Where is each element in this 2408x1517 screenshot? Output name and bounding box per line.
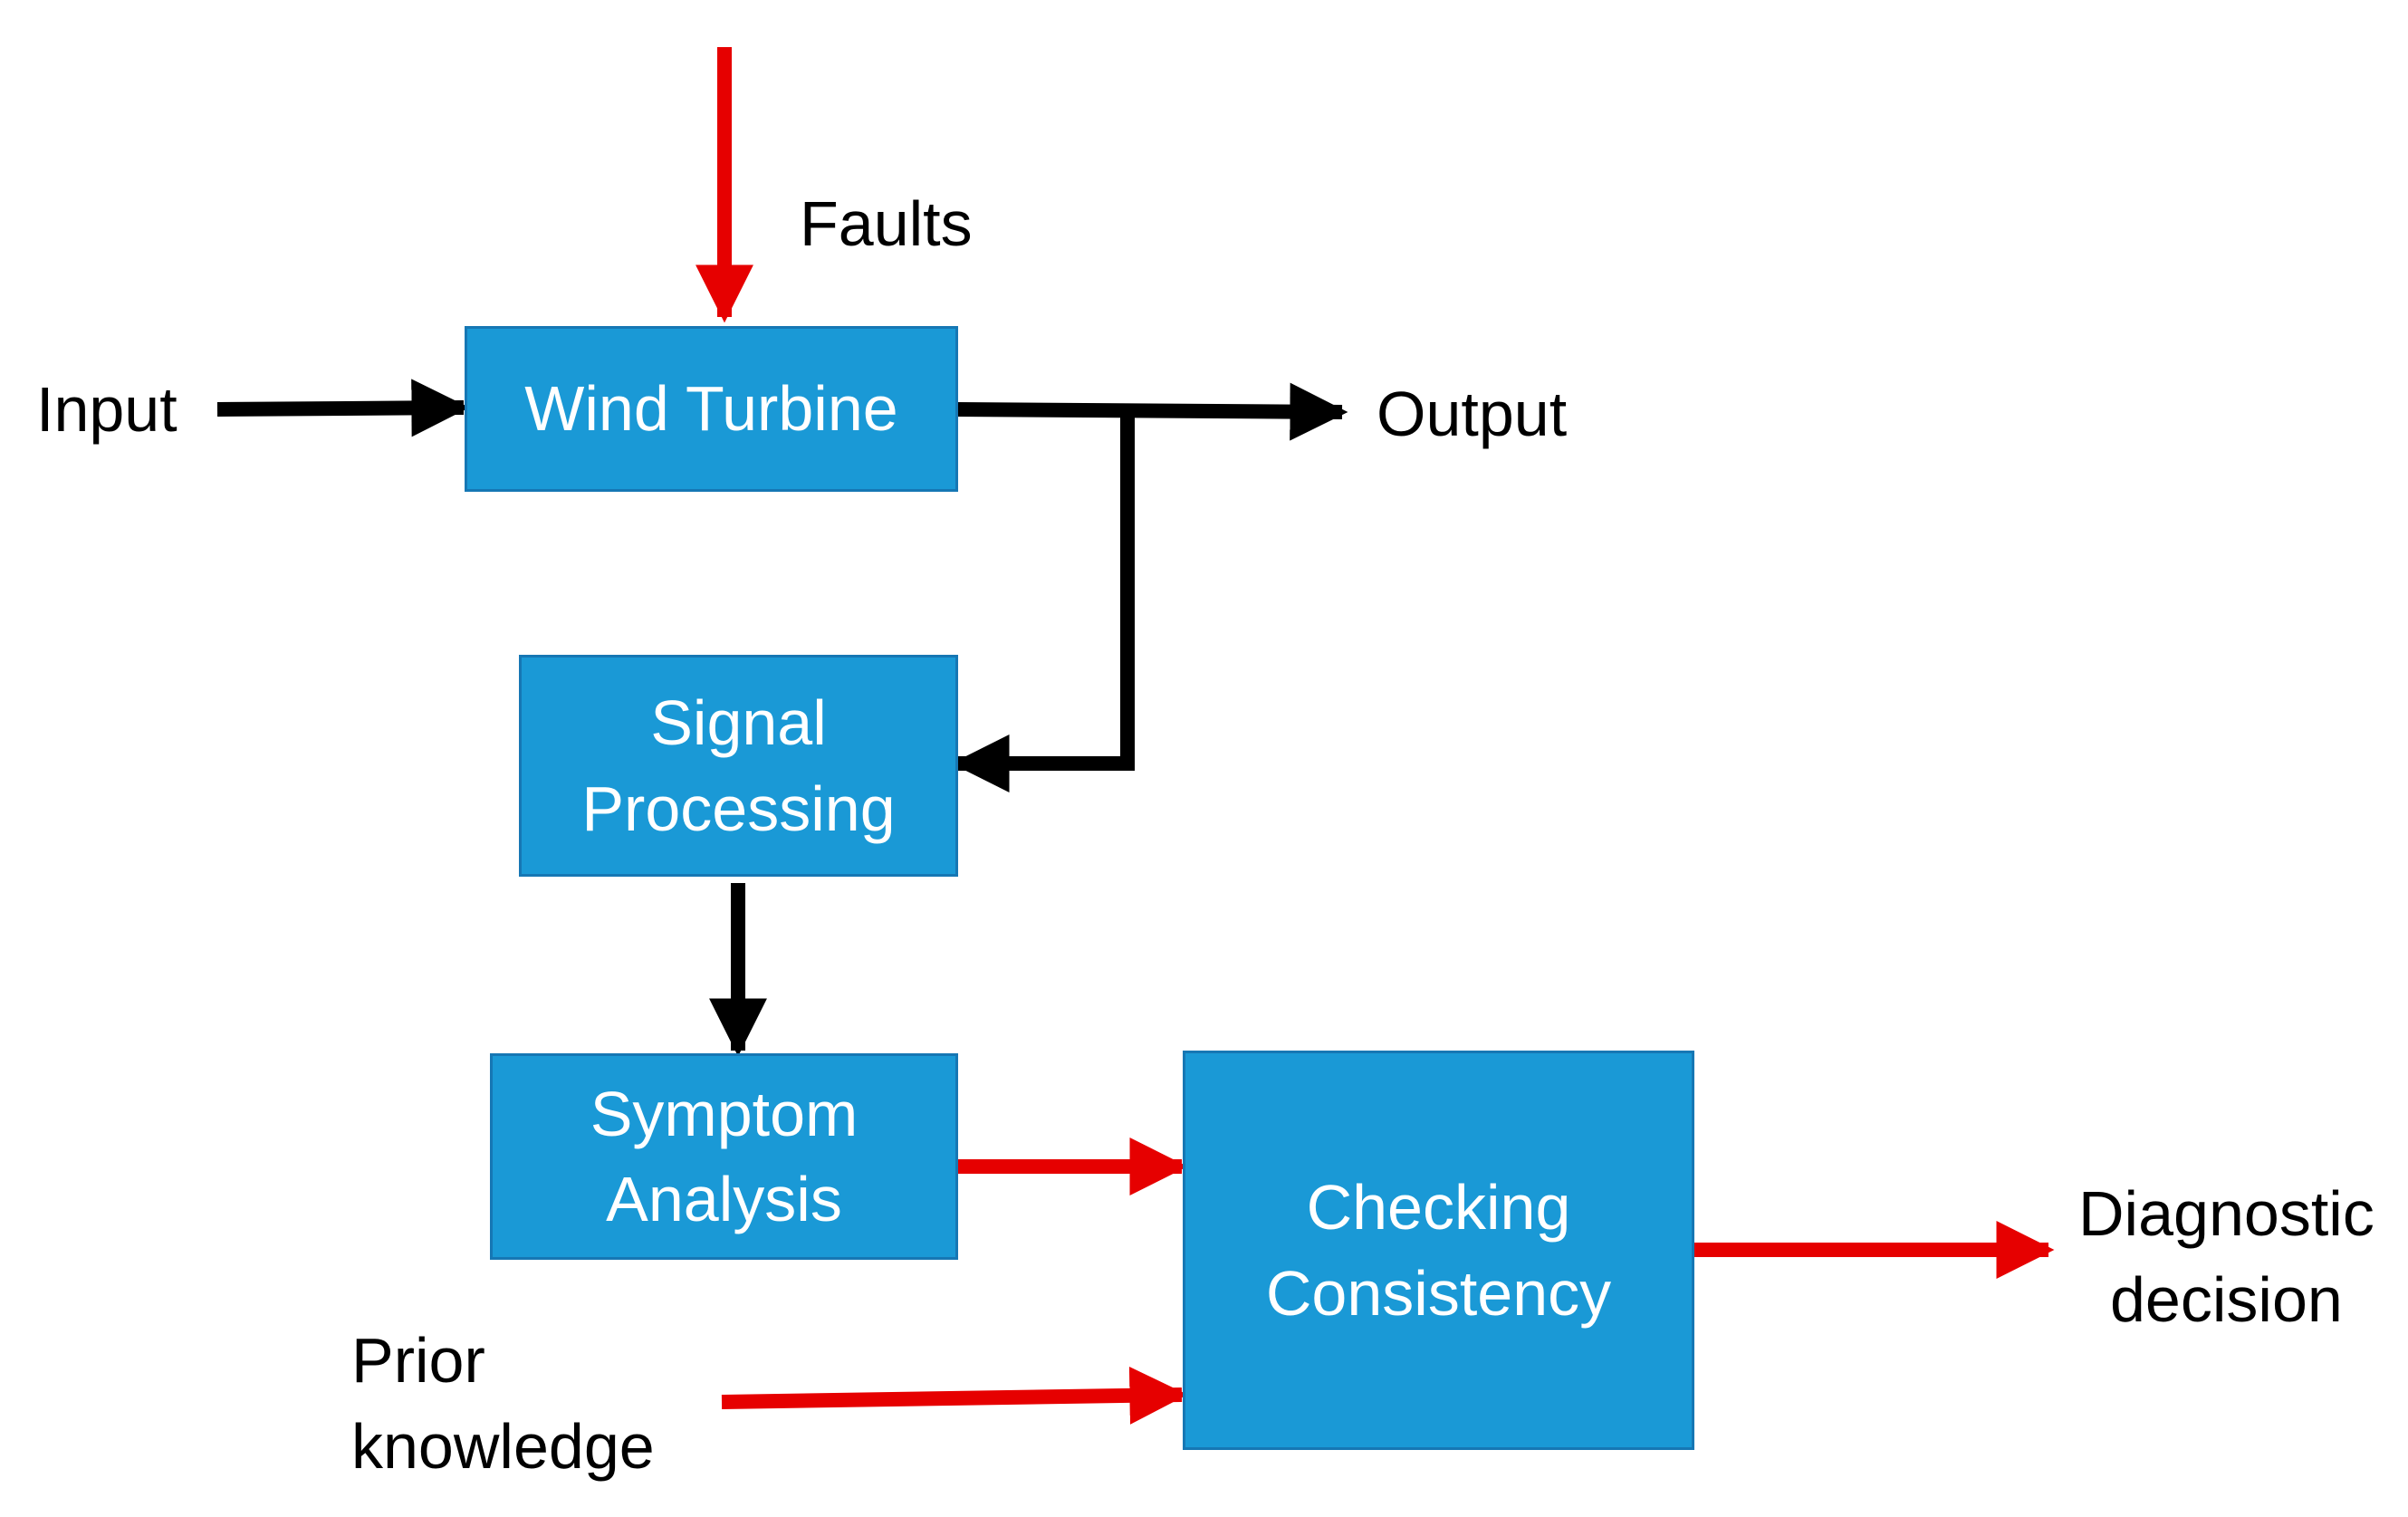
prior-knowledge-line1: Prior bbox=[351, 1325, 485, 1396]
input-label: Input bbox=[36, 374, 177, 445]
wind-turbine-box: Wind Turbine bbox=[465, 326, 958, 492]
symptom-analysis-label-line1: Symptom bbox=[590, 1078, 859, 1149]
faults-label: Faults bbox=[800, 188, 973, 259]
checking-consistency-box: Checking Consistency bbox=[1183, 1051, 1694, 1450]
diagnostic-decision-line2: decision bbox=[2110, 1263, 2343, 1335]
checking-consistency-label-line2: Consistency bbox=[1265, 1257, 1612, 1329]
prior-knowledge-arrow bbox=[721, 1366, 1188, 1425]
signal-processing-label-line1: Signal bbox=[650, 687, 827, 758]
wind-turbine-label: Wind Turbine bbox=[524, 373, 898, 445]
input-arrow bbox=[216, 379, 470, 437]
signal-processing-label-line2: Processing bbox=[581, 773, 896, 844]
symptom-analysis-label-line2: Analysis bbox=[606, 1164, 842, 1234]
diagnostic-decision-label: Diagnostic decision bbox=[2078, 1171, 2374, 1342]
checking-consistency-label-line1: Checking bbox=[1306, 1172, 1571, 1243]
output-label: Output bbox=[1377, 379, 1568, 449]
diagnostic-decision-line1: Diagnostic bbox=[2078, 1178, 2374, 1249]
prior-knowledge-label: Prior knowledge bbox=[351, 1318, 655, 1489]
feedback-to-signal-processing-arrow bbox=[951, 415, 1135, 792]
prior-knowledge-line2: knowledge bbox=[351, 1410, 655, 1482]
output-arrow bbox=[955, 382, 1348, 441]
symptom-analysis-box: Symptom Analysis bbox=[490, 1053, 958, 1260]
signal-processing-box: Signal Processing bbox=[519, 655, 958, 877]
